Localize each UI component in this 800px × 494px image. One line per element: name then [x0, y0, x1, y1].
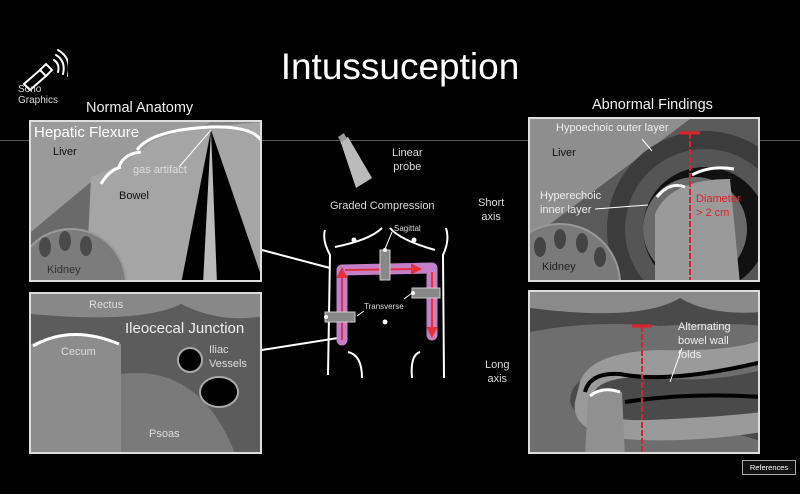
label-cecum: Cecum	[61, 346, 96, 358]
label-gas-artifact: gas artifact	[133, 164, 187, 176]
divider-line	[0, 140, 800, 141]
hepatic-flexure-title: Hepatic Flexure	[34, 124, 140, 141]
ileocecal-junction-panel: Rectus Ileocecal Junction Cecum Iliac Ve…	[29, 292, 262, 454]
ileocecal-junction-title: Ileocecal Junction	[125, 320, 245, 337]
label-alternating-line1: Alternating	[678, 321, 731, 333]
page-title: Intussuception	[280, 46, 520, 87]
linear-probe-label-line1: Linear	[392, 147, 423, 159]
label-bowel: Bowel	[119, 190, 149, 202]
graded-compression-label: Graded Compression	[330, 200, 435, 212]
transverse-label: Transverse	[364, 302, 404, 311]
linear-probe-icon	[338, 133, 372, 188]
long-axis-label: Long axis	[485, 358, 509, 386]
label-hyperechoic: Hyperechoic inner layer	[540, 189, 601, 217]
section-abnormal-findings: Abnormal Findings	[592, 97, 713, 113]
short-axis-line1: Short	[478, 197, 505, 209]
label-alternating-folds: Alternating bowel wall folds	[678, 320, 731, 362]
label-hyperechoic-line1: Hyperechoic	[540, 190, 602, 202]
linear-probe-label: Linear probe	[392, 146, 423, 174]
logo-line1: Sono	[18, 84, 42, 95]
label-liver-short: Liver	[552, 147, 576, 159]
short-axis-panel: Hypoechoic outer layer Liver Hyperechoic…	[528, 117, 760, 282]
label-hypoechoic: Hypoechoic outer layer	[556, 122, 669, 134]
probe-transverse-left	[324, 311, 356, 323]
pointer-line-ileocecal	[261, 337, 339, 351]
long-axis-line2: axis	[487, 373, 508, 385]
logo-line2: Graphics	[18, 95, 59, 106]
label-kidney-short: Kidney	[542, 261, 576, 273]
label-kidney: Kidney	[47, 264, 81, 276]
section-normal-anatomy: Normal Anatomy	[86, 100, 194, 116]
label-diameter: Diameter > 2 cm	[696, 192, 741, 220]
short-axis-line2: axis	[481, 211, 501, 223]
hepatic-flexure-panel: Hepatic Flexure Liver gas artifact Bowel…	[29, 120, 262, 282]
short-axis-label: Short axis	[478, 196, 504, 224]
label-vessels: Vessels	[209, 358, 247, 370]
pointer-line-hepatic	[261, 249, 331, 269]
probe-transverse-right	[411, 287, 441, 299]
long-axis-line1: Long	[485, 359, 510, 371]
label-diameter-line1: Diameter	[696, 193, 741, 205]
label-liver: Liver	[53, 146, 77, 158]
references-button[interactable]: References	[742, 460, 796, 475]
label-alternating-line3: folds	[678, 349, 702, 361]
label-diameter-line2: > 2 cm	[696, 207, 730, 219]
linear-probe-label-line2: probe	[393, 161, 422, 173]
probe-sagittal	[379, 249, 391, 281]
label-rectus: Rectus	[89, 299, 124, 311]
label-iliac: Iliac	[209, 344, 229, 356]
sonographics-logo: Sono Graphics	[18, 44, 68, 106]
label-hyperechoic-line2: inner layer	[540, 204, 592, 216]
label-alternating-line2: bowel wall	[678, 335, 729, 347]
ultrasound-probe-icon	[22, 49, 68, 92]
long-axis-panel: Alternating bowel wall folds	[528, 290, 760, 454]
label-psoas: Psoas	[149, 428, 180, 440]
sagittal-label: Sagittal	[394, 224, 421, 233]
